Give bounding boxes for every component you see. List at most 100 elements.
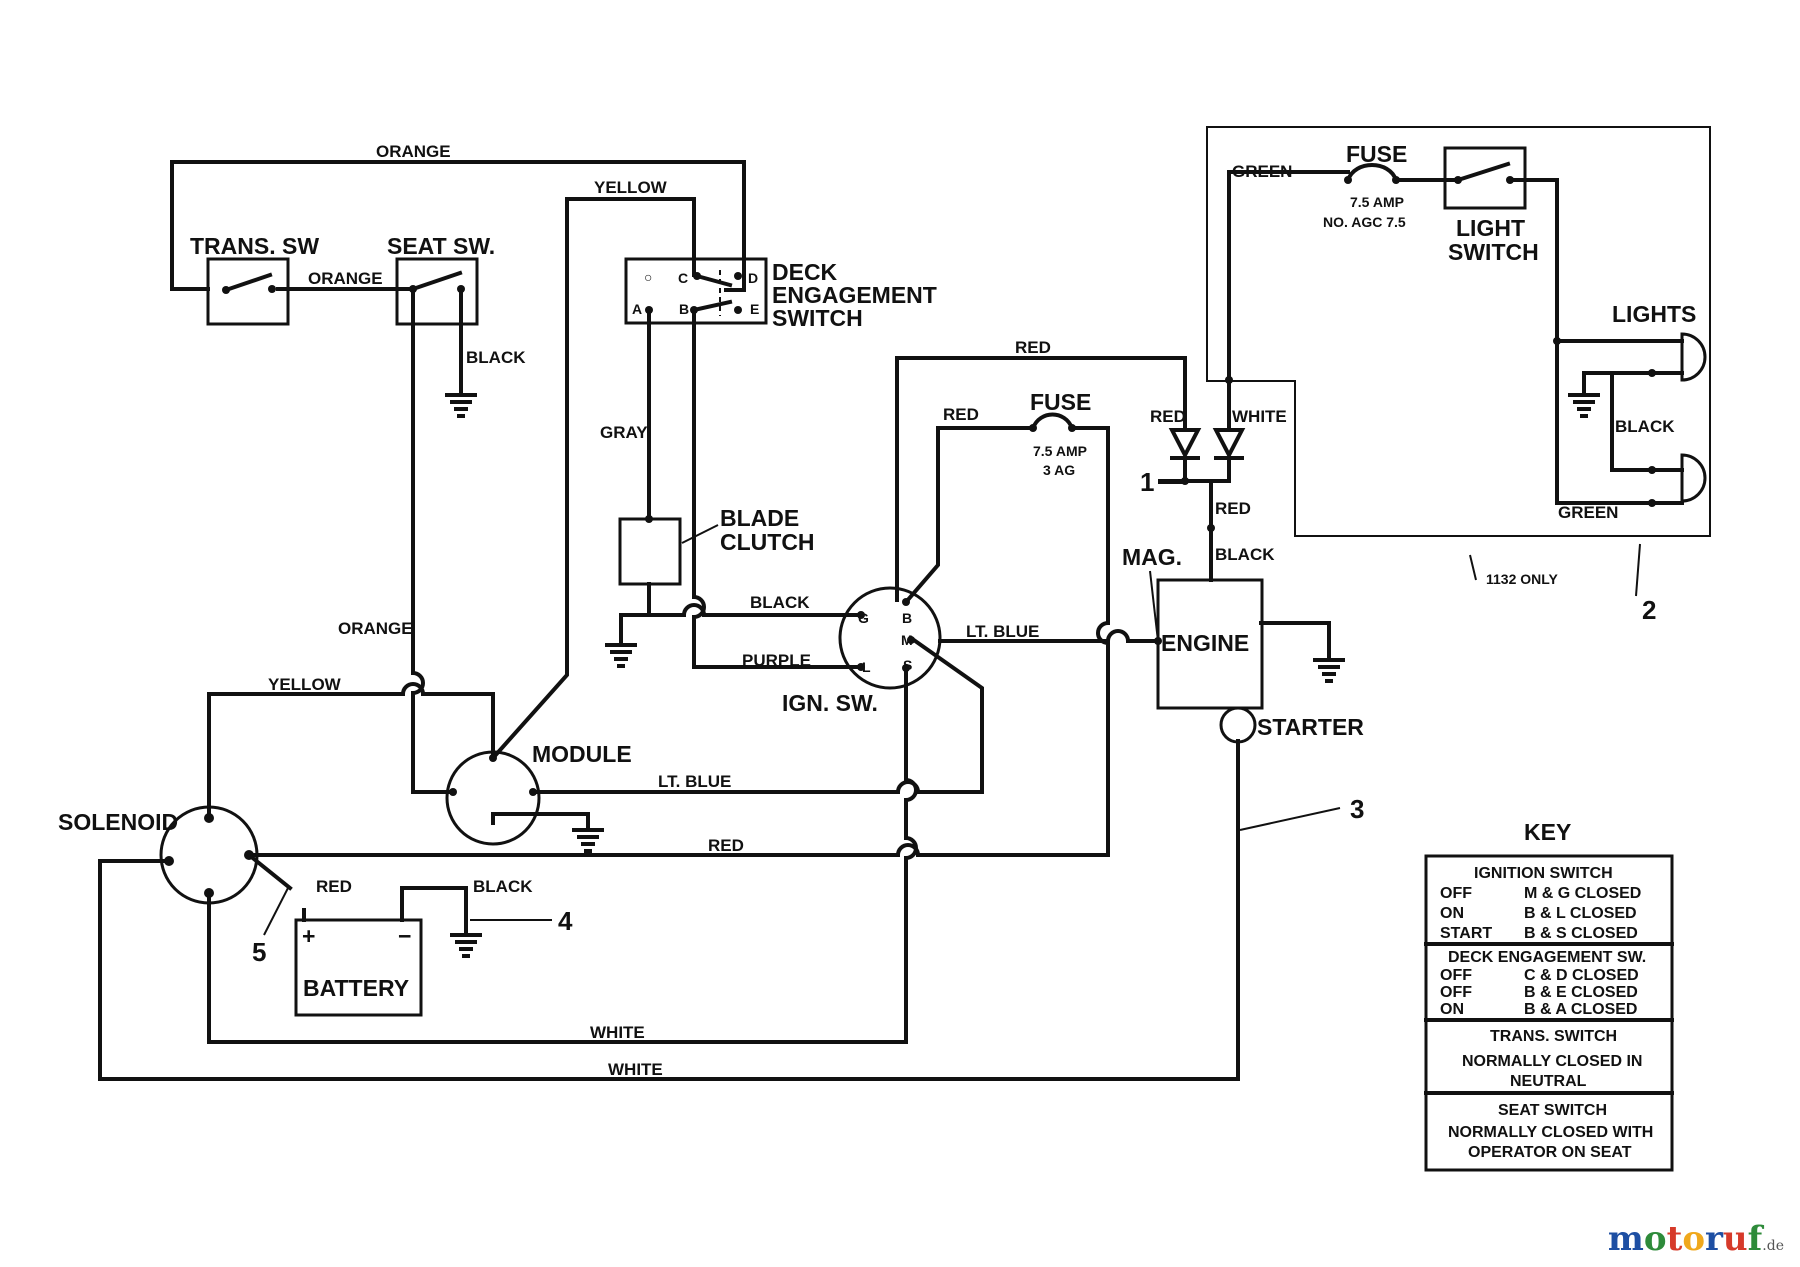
deck-terminal-e: E <box>750 301 759 317</box>
wire-ltblue-ign-engine <box>938 629 1160 643</box>
ground-icon <box>1313 658 1345 683</box>
svg-text:NORMALLY CLOSED IN: NORMALLY CLOSED IN <box>1462 1053 1642 1070</box>
wire-label-gray: GRAY <box>600 423 648 442</box>
fuse-main-type: 3 AG <box>1043 462 1075 478</box>
deck-terminal-c: C <box>678 270 688 286</box>
key-seat-heading: SEAT SWITCH <box>1498 1102 1607 1119</box>
ground-icon <box>572 828 604 853</box>
svg-text:B & E CLOSED: B & E CLOSED <box>1524 984 1638 1001</box>
solenoid: SOLENOID <box>58 805 259 905</box>
svg-text:○: ○ <box>644 269 652 285</box>
wire-label-red-battery: RED <box>316 877 352 896</box>
svg-text:ON: ON <box>1440 905 1464 922</box>
trans-switch: TRANS. SW <box>190 233 319 326</box>
fuse-light-type: NO. AGC 7.5 <box>1323 214 1406 230</box>
key-ign-heading: IGNITION SWITCH <box>1474 865 1613 882</box>
module: MODULE <box>445 741 632 846</box>
svg-text:B & A CLOSED: B & A CLOSED <box>1524 1001 1637 1018</box>
wire-white-starter-solenoid <box>98 739 1240 1081</box>
wire-white-green <box>1227 170 1350 432</box>
light-switch: LIGHT SWITCH <box>1443 146 1539 265</box>
svg-text:C & D CLOSED: C & D CLOSED <box>1524 967 1639 984</box>
lights: LIGHTS <box>1553 301 1707 507</box>
wire-labels: ORANGE ORANGE ORANGE YELLOW YELLOW BLACK… <box>268 142 1675 1079</box>
wire-red-top-diode <box>895 356 1187 602</box>
wire-orange-seat-module <box>411 287 455 794</box>
key-title: KEY <box>1524 819 1571 845</box>
light-switch-label-2: SWITCH <box>1448 239 1539 265</box>
ground-icon <box>445 388 477 418</box>
blade-clutch-label-2: CLUTCH <box>720 529 815 555</box>
callout-2: 2 <box>1642 595 1656 625</box>
svg-text:OFF: OFF <box>1440 967 1472 984</box>
wire-label-ltblue-module: LT. BLUE <box>658 772 731 791</box>
wire-label-white-bottom: WHITE <box>608 1060 663 1079</box>
wire-label-red-engine: RED <box>1215 499 1251 518</box>
wire-label-green-top: GREEN <box>1232 162 1292 181</box>
ground-symbols <box>445 388 1600 958</box>
svg-text:NEUTRAL: NEUTRAL <box>1510 1073 1587 1090</box>
callout-1: 1 <box>1140 467 1154 497</box>
wire-label-yellow-top: YELLOW <box>594 178 668 197</box>
key-deck-heading: DECK ENGAGEMENT SW. <box>1448 949 1646 966</box>
svg-text:B & S CLOSED: B & S CLOSED <box>1524 925 1638 942</box>
wire-label-red-bottom: RED <box>708 836 744 855</box>
deck-engagement-switch: ○ C D A B E DECK ENGAGEMENT SWITCH <box>624 257 937 331</box>
wire-label-purple: PURPLE <box>742 651 811 670</box>
wire-label-black-battery: BLACK <box>473 877 533 896</box>
battery-negative: − <box>398 923 411 949</box>
svg-text:OPERATOR ON SEAT: OPERATOR ON SEAT <box>1468 1144 1632 1161</box>
battery: + − BATTERY <box>246 852 468 1017</box>
deck-switch-label-3: SWITCH <box>772 305 863 331</box>
wire-red-solenoid-fuse <box>247 426 1110 857</box>
wire-label-orange-mid: ORANGE <box>308 269 383 288</box>
callout-4: 4 <box>558 906 573 936</box>
fuse-main-label: FUSE <box>1030 389 1091 415</box>
ground-icon <box>450 888 482 958</box>
deck-terminal-b: B <box>679 301 689 317</box>
wire-yellow-deck-module <box>490 197 696 761</box>
lights-label: LIGHTS <box>1612 301 1696 327</box>
deck-switch-label-1: DECK <box>772 259 838 285</box>
fuse-main-rating: 7.5 AMP <box>1033 443 1087 459</box>
watermark-logo: motoruf.de <box>1608 1219 1784 1259</box>
svg-text:START: START <box>1440 925 1492 942</box>
ign-terminal-l: L <box>862 659 871 675</box>
engine: ENGINE MAG. STARTER <box>1122 544 1364 744</box>
wire-label-red-diode: RED <box>1150 407 1186 426</box>
wire-label-green-bottom: GREEN <box>1558 503 1618 522</box>
wire-label-red-top: RED <box>1015 338 1051 357</box>
callouts: 1 2 3 4 5 <box>252 467 1656 967</box>
wire-label-red-fuse: RED <box>943 405 979 424</box>
wire-label-black-clutch: BLACK <box>750 593 810 612</box>
deck-terminal-a: A <box>632 301 642 317</box>
wire-label-black-seat: BLACK <box>466 348 526 367</box>
wire-label-orange-left: ORANGE <box>338 619 413 638</box>
blade-clutch: BLADE CLUTCH <box>618 505 815 586</box>
battery-positive: + <box>302 923 315 949</box>
blade-clutch-label-1: BLADE <box>720 505 799 531</box>
key-table: KEY IGNITION SWITCH OFF M & G CLOSED ON … <box>1424 819 1674 1172</box>
mag-label: MAG. <box>1122 544 1182 570</box>
ign-terminal-b: B <box>902 610 912 626</box>
seat-switch-label: SEAT SW. <box>387 233 495 259</box>
wire-engine-ground <box>1259 621 1331 662</box>
wire-green-lights <box>1508 178 1654 505</box>
wire-label-white-diode: WHITE <box>1232 407 1287 426</box>
starter-label: STARTER <box>1257 714 1364 740</box>
wire-yellow-solenoid-module <box>207 682 495 820</box>
fuse-light: FUSE 7.5 AMP NO. AGC 7.5 <box>1323 141 1407 230</box>
diodes <box>1158 376 1246 532</box>
wire-black-clutch-ignG <box>619 582 863 647</box>
fuse-main: FUSE 7.5 AMP 3 AG <box>1029 389 1091 478</box>
svg-text:OFF: OFF <box>1440 984 1472 1001</box>
seat-switch: SEAT SW. <box>387 233 495 326</box>
light-switch-label-1: LIGHT <box>1456 215 1525 241</box>
svg-text:ON: ON <box>1440 1001 1464 1018</box>
module-label: MODULE <box>532 741 632 767</box>
wire-label-ltblue-engine: LT. BLUE <box>966 622 1039 641</box>
wire-label-black-engine: BLACK <box>1215 545 1275 564</box>
wire-label-black-lights: BLACK <box>1615 417 1675 436</box>
wire-red-ign-fuse <box>903 426 1035 605</box>
